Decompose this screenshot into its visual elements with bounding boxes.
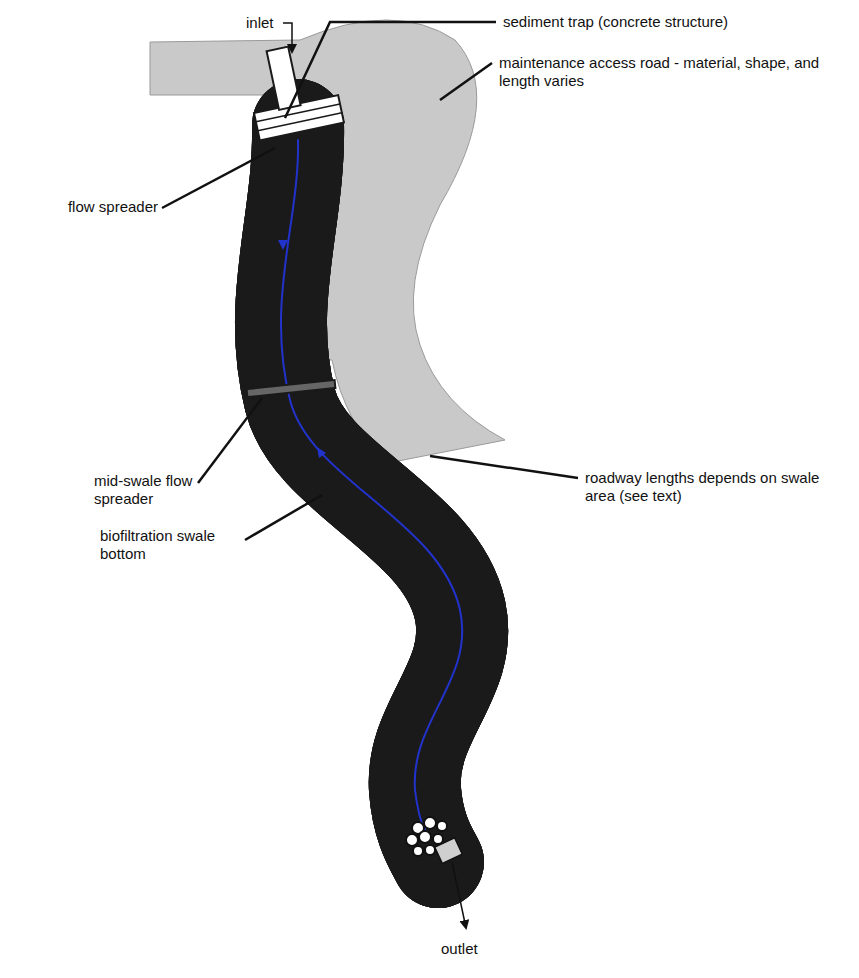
outlet-pipe — [435, 838, 463, 864]
flow-arrow — [278, 240, 288, 250]
note-label: roadway lengths depends on swale area (s… — [585, 469, 835, 505]
part-label: flow spreader — [40, 198, 158, 216]
outlet-arrow — [452, 862, 466, 928]
part-label: biofiltration swale bottom — [100, 527, 242, 563]
inlet-pipe — [267, 47, 301, 110]
inlet-label: inlet — [246, 14, 282, 32]
leader-lines — [162, 22, 578, 540]
flow-arrow — [317, 447, 326, 458]
mid-spreader — [246, 384, 336, 393]
part-label: maintenance access road - material, shap… — [499, 54, 844, 90]
outlet-label: outlet — [441, 940, 501, 958]
biofiltration-swale — [281, 125, 462, 862]
mid-spreader — [248, 384, 334, 393]
part-label: mid-swale flow spreader — [94, 472, 196, 508]
part-label: sediment trap (concrete structure) — [503, 13, 803, 31]
